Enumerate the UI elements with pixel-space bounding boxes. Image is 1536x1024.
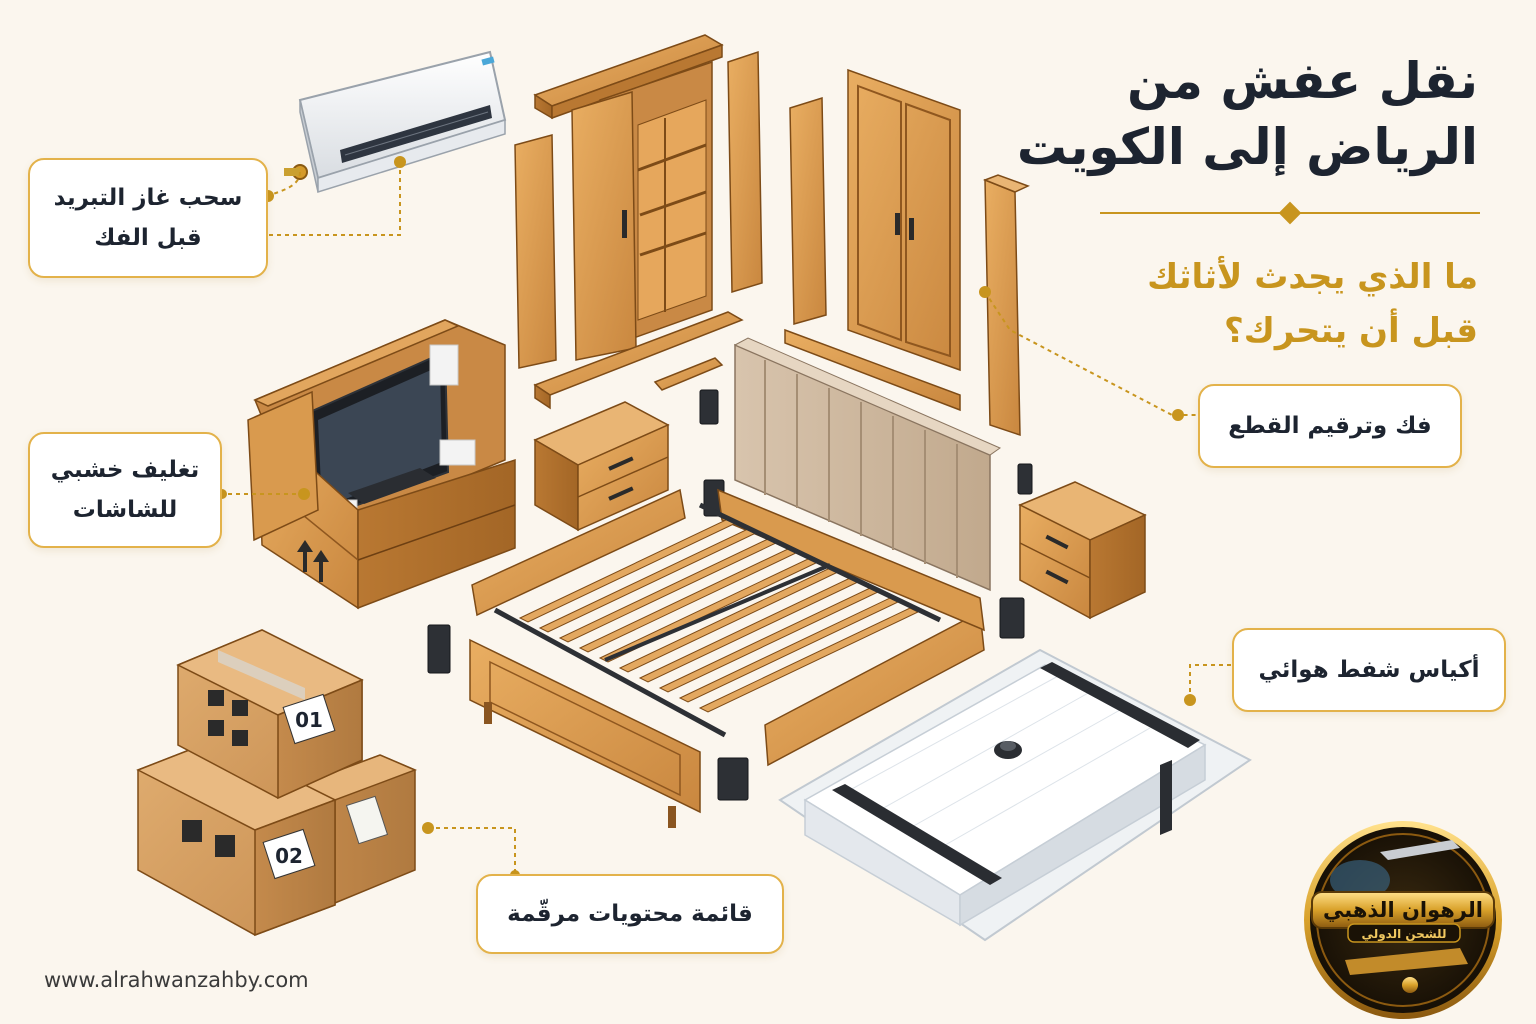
callout-tv-line-1: تغليف خشبي [50,457,200,483]
vacuum-connector-line [1189,664,1232,700]
logo-name: الرهوان الذهبي [1323,898,1483,922]
callout-ac-line-2: قبل الفك [94,225,202,251]
nightstand-left-icon [533,401,670,532]
logo-tagline: للشحن الدولي [1362,927,1447,942]
wardrobe-closed-icon [847,68,961,372]
ac-connector-dot-2 [394,156,406,168]
company-logo [1304,821,1502,1019]
ac-connector-line-2 [268,162,401,236]
subtitle-line-2: قبل أن يتحرك؟ [1223,311,1478,351]
callout-tv-line-2: للشاشات [72,497,178,523]
callout-disassembly: فك وترقيم القطع [1198,384,1462,468]
title-line-1: نقل عفش من [1127,52,1478,110]
callout-ac-gas: سحب غاز التبريد قبل الفك [28,158,268,278]
nightstand-right-icon [1018,481,1147,620]
title-line-2: الرياض إلى الكويت [1016,118,1478,176]
inventory-connector-line [428,827,516,875]
callout-ac-line-1: سحب غاز التبريد [53,185,243,211]
disassembly-connector-dot-2 [1172,409,1184,421]
subtitle-line-1: ما الذي يجدث لأثاثك [1147,257,1478,297]
tv-crate-icon [247,319,516,610]
page-subtitle: ما الذي يجدث لأثاثك قبل أن يتحرك؟ [978,250,1478,358]
callout-disassembly-label: فك وترقيم القطع [1228,413,1432,439]
callout-inventory-list: قائمة محتويات مرقّمة [476,874,784,954]
disassembly-connector-line [984,291,1198,416]
headboard-icon [733,337,1002,592]
page-title: نقل عفش من الرياض إلى الكويت [918,48,1478,180]
ac-connector-line [269,171,301,196]
cardboard-box-stack-icon [136,629,418,937]
callout-tv-crate: تغليف خشبي للشاشات [28,432,222,548]
box-label-01: 01 [295,708,323,732]
air-conditioner-icon [284,50,507,194]
bed-frame-icon [469,488,985,828]
wardrobe-icon [514,34,961,412]
callout-vacuum-bags: أكياس شفط هوائي [1232,628,1506,712]
callout-inventory-label: قائمة محتويات مرقّمة [507,901,753,927]
callout-vacuum-label: أكياس شفط هوائي [1258,657,1480,683]
mattress-vacuum-bag-icon [778,648,1252,942]
box-label-02: 02 [275,844,303,868]
side-panel-icon [982,174,1030,437]
website-url: www.alrahwanzahby.com [44,968,309,992]
